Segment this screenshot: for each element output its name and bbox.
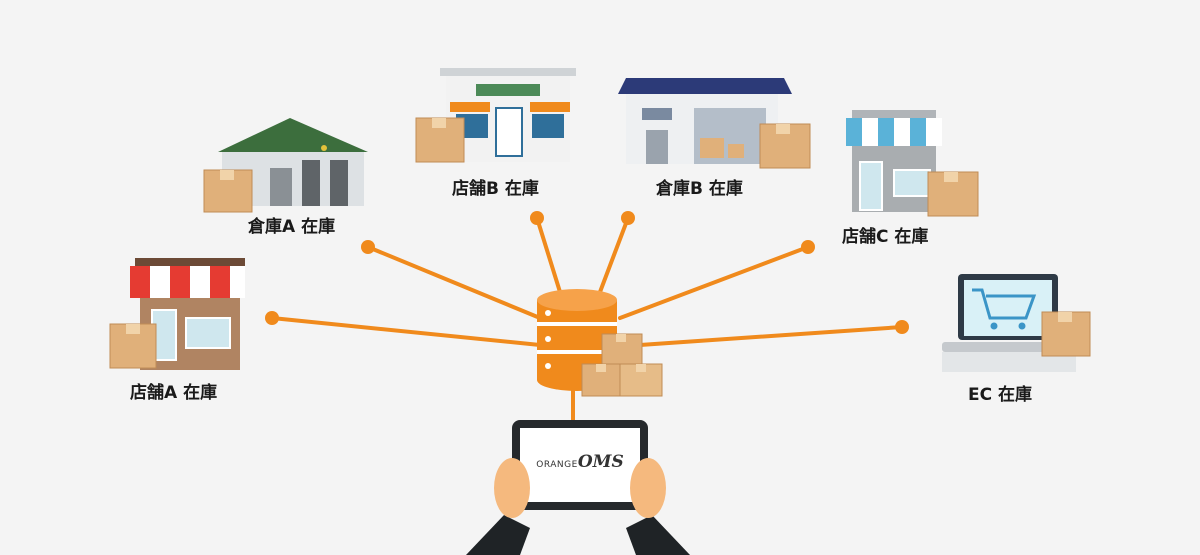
label-ec: EC 在庫 xyxy=(968,385,1033,405)
tablet-hands-icon xyxy=(466,420,690,555)
connector-store-a xyxy=(270,316,542,347)
store-a-icon xyxy=(109,258,245,370)
warehouse-b-icon xyxy=(618,78,811,169)
laptop-cart-icon xyxy=(942,274,1091,372)
connector-lines xyxy=(270,216,904,424)
store-b-icon xyxy=(415,68,576,163)
cardboard-boxes-icon xyxy=(581,333,663,397)
connector-endpoints xyxy=(265,211,909,334)
connector-ec xyxy=(638,325,904,347)
connector-store-b xyxy=(535,216,562,294)
label-store-b: 店舗B 在庫 xyxy=(452,179,539,199)
connector-warehouse-b xyxy=(598,216,630,294)
tablet-logo-product: OMS xyxy=(577,452,624,472)
label-store-c: 店舗C 在庫 xyxy=(842,227,929,247)
warehouse-a-icon xyxy=(203,118,368,213)
connector-store-c xyxy=(618,245,810,320)
tablet-logo-prefix: ORANGE xyxy=(536,460,578,470)
tablet-logo: ORANGEOMS xyxy=(515,452,645,472)
label-warehouse-a: 倉庫A 在庫 xyxy=(248,217,336,237)
store-c-icon xyxy=(846,110,979,217)
label-warehouse-b: 倉庫B 在庫 xyxy=(656,179,743,199)
connector-warehouse-a xyxy=(366,245,542,320)
label-store-a: 店舗A 在庫 xyxy=(130,383,218,403)
